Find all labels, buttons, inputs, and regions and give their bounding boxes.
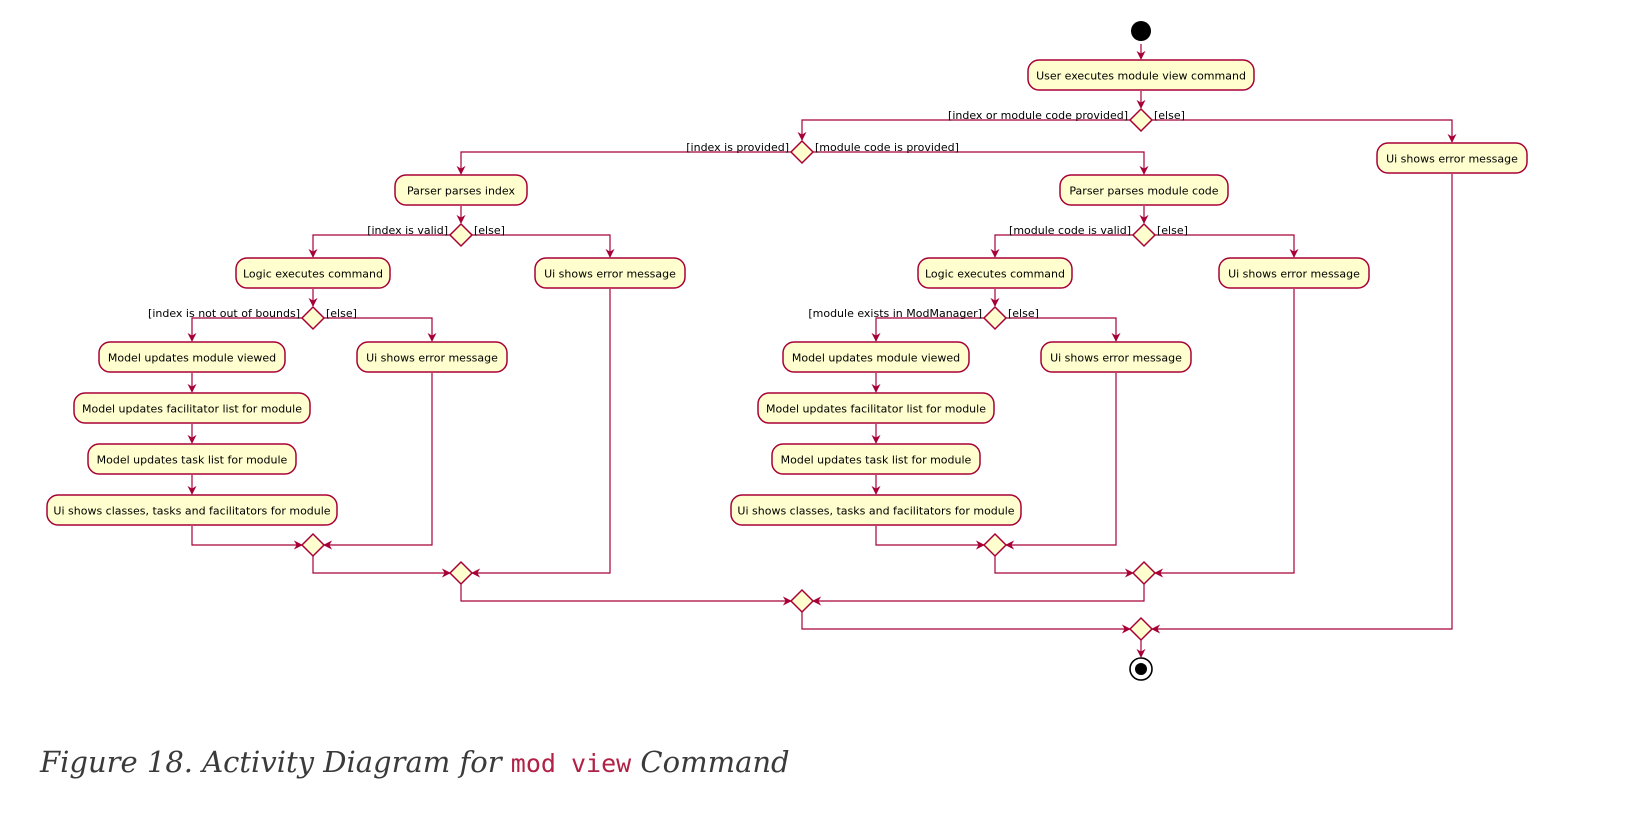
action-parse-code: Parser parses module code (1059, 174, 1229, 206)
guard-g6-yes: [module exists in ModManager] (808, 307, 982, 320)
action-label: Parser parses module code (1069, 185, 1218, 198)
merge-left (448, 560, 474, 586)
end-node (1129, 657, 1153, 681)
caption-suffix: Command (631, 745, 790, 779)
flow-arrow-2 (797, 119, 1130, 141)
action-ui-err-code-invalid: Ui shows error message (1218, 257, 1370, 289)
action-ui-err-else: Ui shows error message (1376, 142, 1528, 174)
action-model-viewed-l: Model updates module viewed (98, 341, 286, 373)
caption-code: mod view (510, 749, 632, 778)
action-label: Parser parses index (407, 185, 515, 198)
dec-index-or-code (789, 139, 815, 165)
guard-g2-index: [index is provided] (686, 141, 789, 154)
action-model-viewed-r: Model updates module viewed (782, 341, 970, 373)
flow-arrow-3 (1152, 119, 1457, 143)
merge-middle (789, 588, 815, 614)
flow-arrow-4 (456, 151, 791, 175)
flow-arrow-26 (875, 526, 985, 550)
action-fac-r: Model updates facilitator list for modul… (757, 392, 995, 424)
action-label: Logic executes command (243, 268, 383, 281)
action-logic-r: Logic executes command (917, 257, 1073, 289)
action-label: Ui shows error message (1050, 352, 1182, 365)
action-show-l: Ui shows classes, tasks and facilitators… (46, 494, 338, 526)
flow-arrow-34 (801, 612, 1131, 634)
guard-g2-code: [module code is provided] (815, 141, 959, 154)
flow-arrow-7 (308, 234, 450, 258)
guard-g3-yes: [index is valid] (367, 224, 448, 237)
action-label: Ui shows error message (1228, 268, 1360, 281)
merge-right (1131, 560, 1157, 586)
guard-g5-yes: [index is not out of bounds] (148, 307, 300, 320)
flow-arrow-8 (472, 234, 615, 258)
guard-g1-else: [else] (1154, 109, 1185, 122)
action-label: Ui shows classes, tasks and facilitators… (737, 505, 1014, 518)
dec-bounds (300, 305, 326, 331)
action-label: Model updates task list for module (97, 454, 288, 467)
activity-diagram: User executes module view command Ui show… (46, 21, 1528, 681)
flow-arrow-25 (323, 373, 433, 550)
guard-g6-else: [else] (1008, 307, 1039, 320)
flow-arrow-32 (460, 584, 792, 606)
guard-g3-else: [else] (474, 224, 505, 237)
flow-arrow-31 (1154, 289, 1295, 578)
flow-arrow-10 (990, 234, 1133, 258)
action-task-r: Model updates task list for module (771, 443, 981, 475)
flow-arrow-28 (312, 556, 451, 578)
dec-index-valid (448, 222, 474, 248)
action-parse-index: Parser parses index (394, 174, 528, 206)
action-ui-err-idx-invalid: Ui shows error message (534, 257, 686, 289)
flow-arrow-14 (324, 317, 437, 342)
action-task-l: Model updates task list for module (87, 443, 297, 475)
dec-code-valid (1131, 222, 1157, 248)
guard-g1-yes: [index or module code provided] (948, 109, 1128, 122)
figure-caption: Figure 18. Activity Diagram for mod view… (40, 745, 790, 779)
flow-arrow-30 (994, 556, 1134, 578)
action-label: Model updates module viewed (792, 352, 960, 365)
action-label: Model updates task list for module (781, 454, 972, 467)
guard-g4-yes: [module code is valid] (1009, 224, 1131, 237)
action-label: User executes module view command (1036, 70, 1246, 83)
flow-arrow-33 (812, 584, 1145, 606)
action-show-r: Ui shows classes, tasks and facilitators… (730, 494, 1022, 526)
flow-arrow-11 (1155, 234, 1299, 258)
flow-arrow-27 (1005, 373, 1117, 550)
dec-exists (982, 305, 1008, 331)
action-ui-err-notexist: Ui shows error message (1040, 341, 1192, 373)
dec-provided (1128, 107, 1154, 133)
merge-left-inner (300, 532, 326, 558)
flow-arrow-24 (191, 526, 303, 550)
flow-arrow-17 (1006, 317, 1121, 342)
action-logic-l: Logic executes command (235, 257, 391, 289)
flow-arrow-35 (1151, 174, 1453, 634)
flow-arrow-29 (471, 289, 611, 578)
flow-arrow-16 (871, 317, 984, 342)
action-label: Ui shows error message (1386, 153, 1518, 166)
action-label: Ui shows classes, tasks and facilitators… (53, 505, 330, 518)
guard-g5-else: [else] (326, 307, 357, 320)
start-node (1131, 21, 1151, 41)
merge-right-inner (982, 532, 1008, 558)
flow-arrow-5 (813, 151, 1149, 175)
action-label: Model updates facilitator list for modul… (82, 403, 302, 416)
merge-final (1128, 616, 1154, 642)
action-user-exec: User executes module view command (1027, 59, 1255, 91)
action-label: Model updates module viewed (108, 352, 276, 365)
action-label: Ui shows error message (366, 352, 498, 365)
action-fac-l: Model updates facilitator list for modul… (73, 392, 311, 424)
caption-text: Figure 18. Activity Diagram for (40, 745, 511, 779)
action-label: Logic executes command (925, 268, 1065, 281)
action-label: Ui shows error message (544, 268, 676, 281)
flow-arrow-13 (187, 317, 302, 342)
action-ui-err-oob: Ui shows error message (356, 341, 508, 373)
guard-g4-else: [else] (1157, 224, 1188, 237)
action-label: Model updates facilitator list for modul… (766, 403, 986, 416)
